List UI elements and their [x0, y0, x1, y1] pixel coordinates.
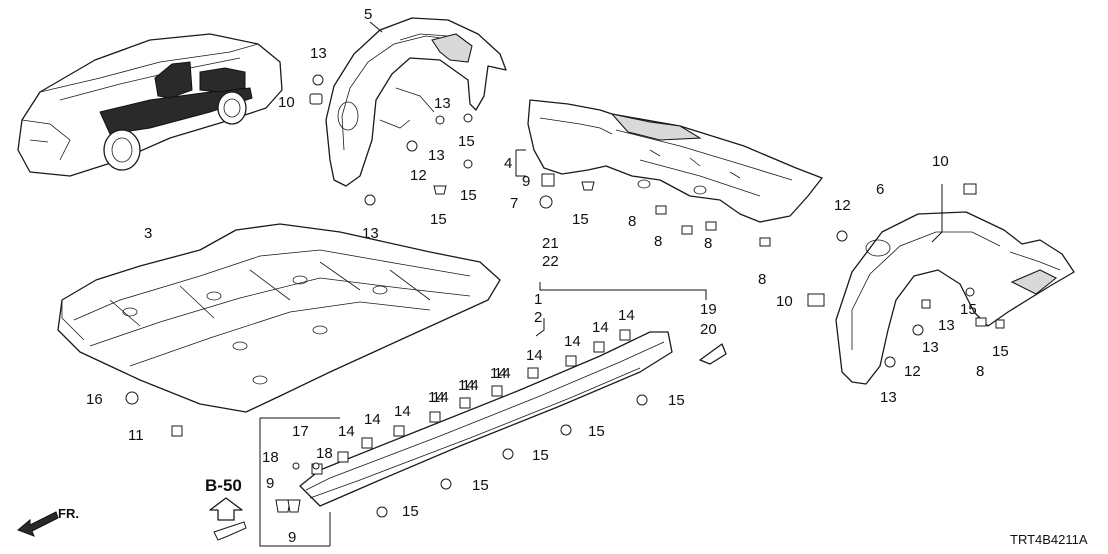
callout-11: 11	[128, 427, 144, 444]
callout-13: 13	[938, 317, 955, 334]
reference-label: B-50	[205, 476, 242, 495]
callout-3: 3	[144, 225, 152, 242]
front-arrow-icon	[17, 511, 59, 537]
callout-10: 10	[932, 153, 949, 170]
callout-13: 13	[310, 45, 327, 62]
callout-21: 21	[542, 235, 559, 252]
callout-9: 9	[288, 529, 296, 546]
callout-15: 15	[458, 133, 475, 150]
callout-18: 18	[262, 449, 279, 466]
callout-10: 10	[278, 94, 295, 111]
callout-12: 12	[834, 197, 851, 214]
drawing-code: TRT4B4211A	[1010, 532, 1088, 547]
callout-15: 15	[402, 503, 419, 520]
callout-13: 13	[362, 225, 379, 242]
callout-14: 14	[364, 411, 381, 428]
callout-14: 14	[428, 389, 445, 406]
front-direction-indicator: FR.	[17, 506, 79, 537]
callout-8: 8	[654, 233, 662, 250]
fender-liner-rear	[835, 211, 1075, 385]
callout-1: 1	[534, 291, 542, 308]
reference-arrow-icon	[209, 497, 243, 521]
front-direction-label: FR.	[58, 506, 79, 521]
callout-20: 20	[700, 321, 717, 338]
callout-19: 19	[700, 301, 717, 318]
callout-15: 15	[588, 423, 605, 440]
callout-14: 14	[564, 333, 581, 350]
callout-9: 9	[266, 475, 274, 492]
callout-13: 13	[922, 339, 939, 356]
callout-8: 8	[976, 363, 984, 380]
callout-13: 13	[880, 389, 897, 406]
callout-12: 12	[410, 167, 427, 184]
callout-12: 12	[904, 363, 921, 380]
sill-end-seal	[699, 343, 727, 365]
side-sill-garnish	[299, 331, 673, 507]
callout-15: 15	[460, 187, 477, 204]
callout-8: 8	[628, 213, 636, 230]
vehicle-locator-illustration	[17, 33, 283, 177]
leader-lines	[259, 21, 943, 547]
callout-14: 14	[490, 365, 507, 382]
callout-15: 15	[960, 301, 977, 318]
callout-6: 6	[876, 181, 884, 198]
callout-10: 10	[776, 293, 793, 310]
callout-14: 14	[394, 403, 411, 420]
callout-15: 15	[472, 477, 489, 494]
callout-5: 5	[364, 6, 372, 23]
callout-14: 14	[338, 423, 355, 440]
callout-labels: 5 13 10 13 13 15 12 15 13 15 4 9 7 15 8 …	[86, 6, 1009, 546]
callout-14: 14	[592, 319, 609, 336]
callout-15: 15	[430, 211, 447, 228]
callout-15: 15	[992, 343, 1009, 360]
callout-14: 14	[458, 377, 475, 394]
callout-14: 14	[462, 377, 479, 394]
fastener-set	[125, 74, 1005, 541]
callout-15: 15	[572, 211, 589, 228]
callout-8: 8	[704, 235, 712, 252]
callout-2: 2	[534, 309, 542, 326]
callout-18: 18	[316, 445, 333, 462]
callout-7: 7	[510, 195, 518, 212]
callout-13: 13	[434, 95, 451, 112]
floor-undercover	[57, 223, 501, 413]
callout-9: 9	[522, 173, 530, 190]
callout-8: 8	[758, 271, 766, 288]
callout-14: 14	[618, 307, 635, 324]
reference-b50: B-50	[205, 476, 243, 521]
callout-14: 14	[494, 365, 511, 382]
front-undercover	[527, 99, 823, 223]
callout-17: 17	[292, 423, 309, 440]
fender-liner-front-left	[325, 17, 507, 187]
callout-14: 14	[526, 347, 543, 364]
callout-13: 13	[428, 147, 445, 164]
callout-14: 14	[432, 389, 449, 406]
callout-15: 15	[532, 447, 549, 464]
callout-16: 16	[86, 391, 103, 408]
callout-15: 15	[668, 392, 685, 409]
callout-22: 22	[542, 253, 559, 270]
callout-4: 4	[504, 155, 512, 172]
